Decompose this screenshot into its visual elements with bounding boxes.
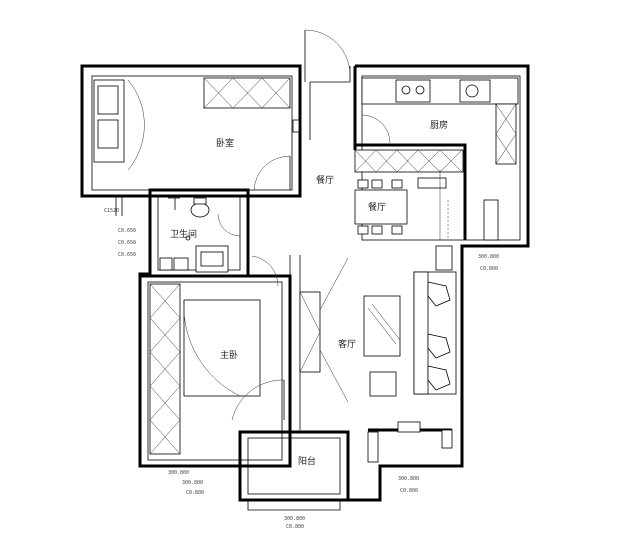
living-room xyxy=(299,257,457,463)
inner-walls xyxy=(91,75,521,502)
dim-bed-win: 300.800 xyxy=(168,470,189,476)
dim-bottom-win-1: 300.800 xyxy=(398,476,419,482)
outer-walls xyxy=(80,64,530,502)
label-bedroom-top: 卧室 xyxy=(216,137,234,149)
dim-kitchen-win-1: 300.800 xyxy=(478,254,499,260)
kitchen xyxy=(354,77,519,241)
dim-kitchen-win-2: C0.800 xyxy=(480,266,498,272)
dim-bath-3: C0.650 xyxy=(118,252,136,258)
label-dining: 餐厅 xyxy=(368,201,386,213)
balcony xyxy=(247,500,341,511)
label-kitchen: 厨房 xyxy=(430,119,448,131)
dim-win-top-left: C1520 xyxy=(104,208,119,214)
dim-balcony-win-2: C0.800 xyxy=(186,490,204,496)
label-bathroom: 卫生间 xyxy=(170,228,197,240)
label-master-bedroom: 主卧 xyxy=(220,349,238,361)
dining-area xyxy=(354,170,453,271)
label-living: 客厅 xyxy=(338,338,356,350)
dim-balcony-bottom: 300.800 xyxy=(284,516,305,522)
dim-bath-2: C0.650 xyxy=(118,240,136,246)
dim-balcony-win-1: 300.800 xyxy=(182,480,203,486)
label-balcony: 阳台 xyxy=(298,455,316,467)
entry-door xyxy=(304,29,351,140)
dim-balcony-bottom-2: C0.800 xyxy=(286,524,304,530)
dim-bath-1: C0.650 xyxy=(118,228,136,234)
label-corridor: 餐厅 xyxy=(316,174,334,186)
dim-bottom-win-2: C0.800 xyxy=(400,488,418,494)
bathroom xyxy=(159,197,241,273)
master-bedroom xyxy=(149,255,285,455)
bedroom-top xyxy=(93,77,300,216)
